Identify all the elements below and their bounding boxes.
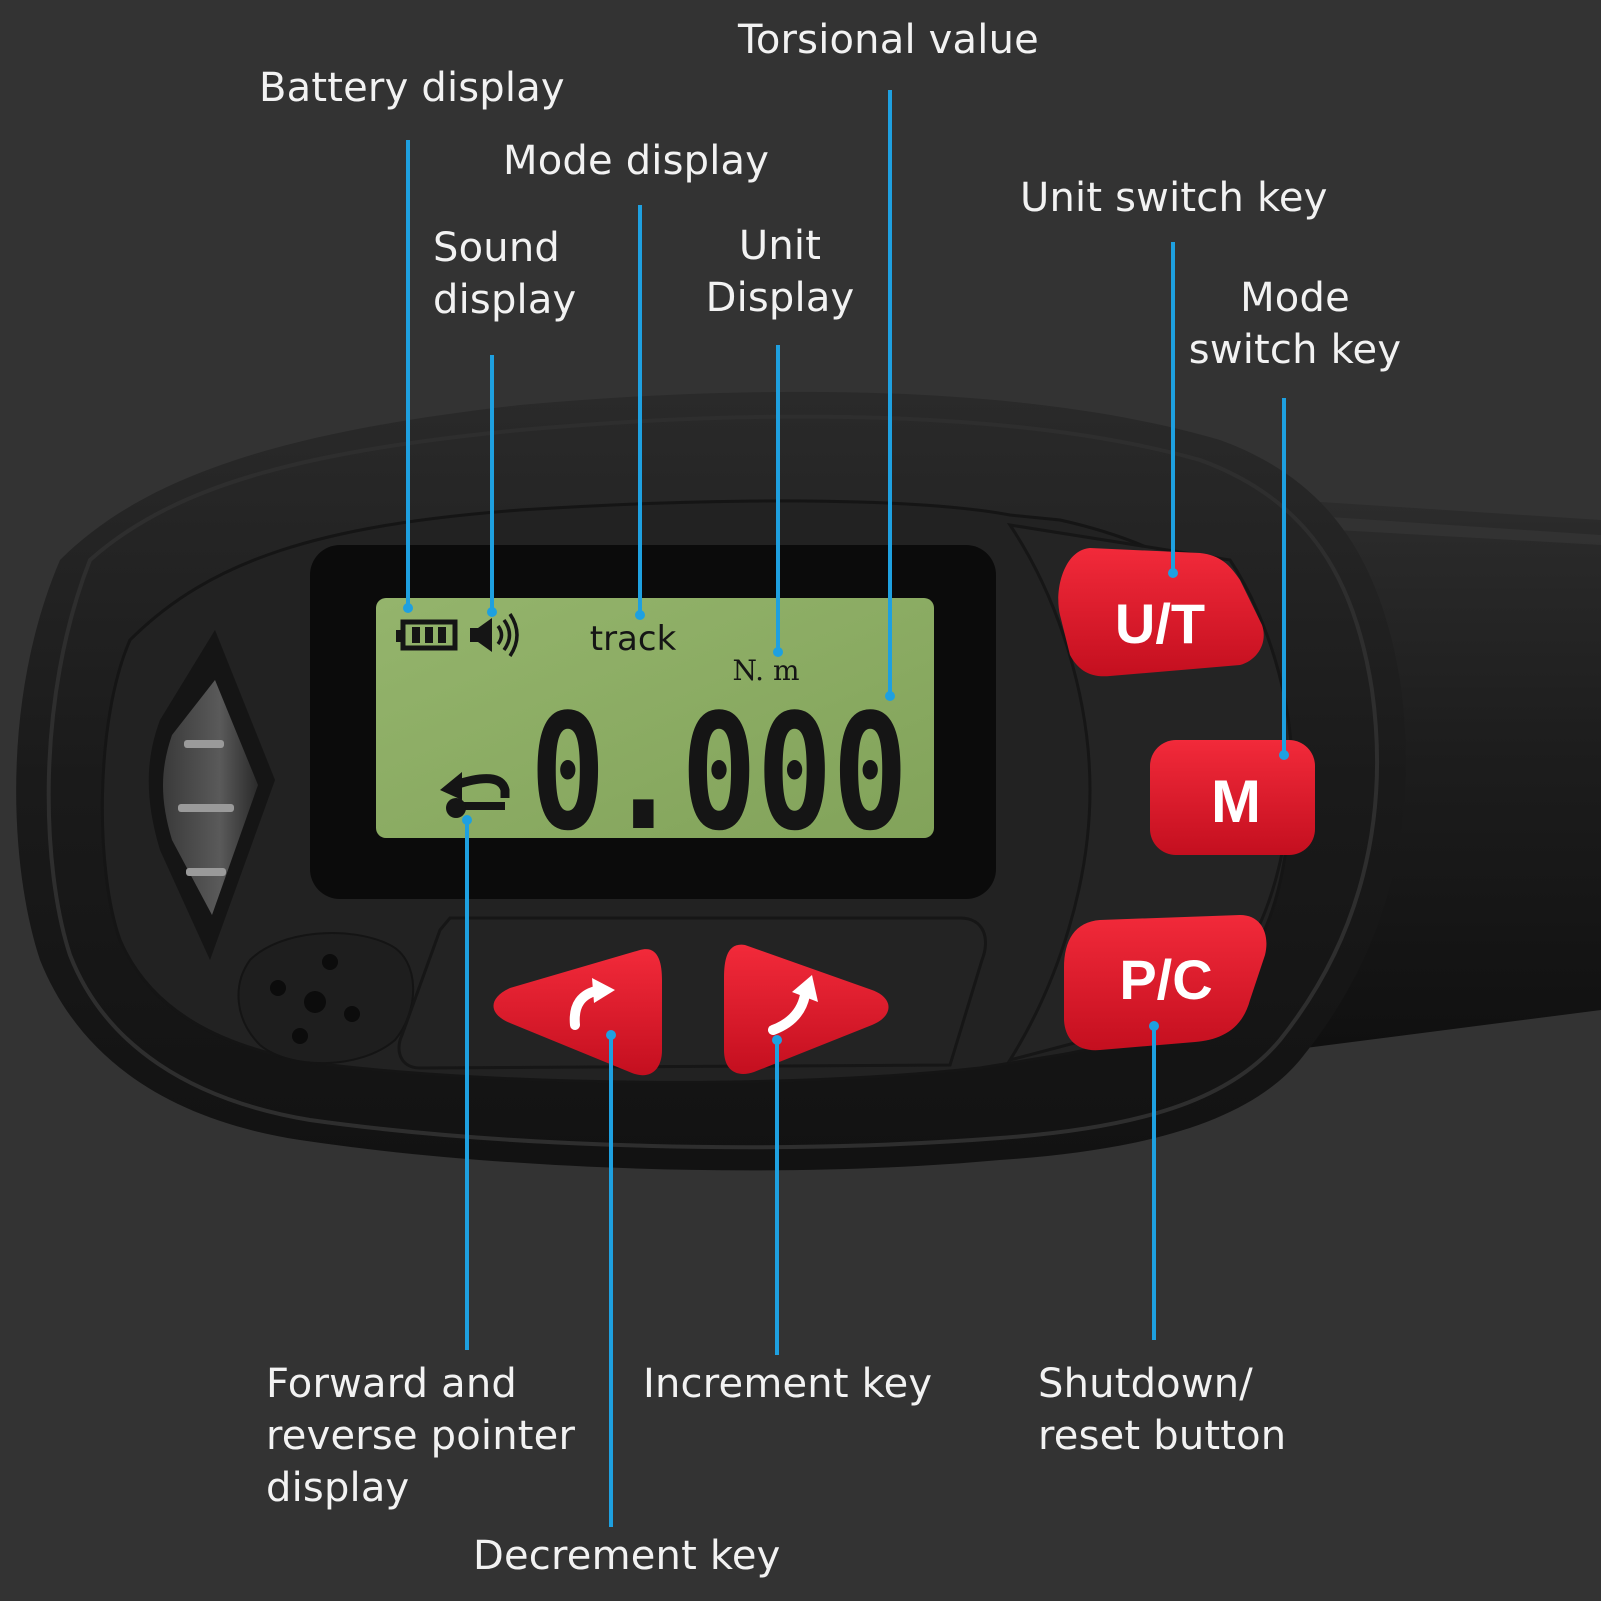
- unit-switch-button[interactable]: U/T: [1058, 548, 1264, 677]
- torsional-value-label: Torsional value: [738, 17, 1039, 63]
- counterclockwise-arrow-icon: [569, 978, 615, 1030]
- clockwise-arrow-icon: [768, 975, 818, 1035]
- speaker-hole: [304, 991, 326, 1013]
- lens-mark-3: [186, 868, 226, 876]
- leader-lines: [403, 90, 1289, 1527]
- speaker-hole: [344, 1006, 360, 1022]
- speaker-hole: [292, 1028, 308, 1044]
- arrow-key-bay: [397, 916, 987, 1070]
- decrement-button[interactable]: [493, 949, 663, 1076]
- sound-display-label: Sound display: [433, 225, 577, 323]
- increment-button[interactable]: [724, 944, 889, 1074]
- power-reset-label: P/C: [1119, 948, 1212, 1011]
- pointer-display-label: Forward and reverse pointer display: [266, 1361, 576, 1511]
- handle-highlight: [1300, 515, 1601, 545]
- lcd-torque-value: 0.000: [530, 679, 908, 866]
- increment-key-label: Increment key: [643, 1361, 933, 1407]
- battery-icon: [396, 619, 458, 651]
- mode-display-label: Mode display: [503, 138, 770, 184]
- mode-switch-key-label: Mode switch key: [1188, 275, 1402, 373]
- mode-switch-button[interactable]: M: [1150, 740, 1315, 855]
- mode-switch-label: M: [1211, 768, 1261, 835]
- speaker-hole: [270, 980, 286, 996]
- direction-arrow-icon: [440, 772, 510, 818]
- shutdown-reset-label: Shutdown/ reset button: [1038, 1361, 1287, 1459]
- lens-mark-1: [184, 740, 224, 748]
- power-reset-button[interactable]: P/C: [1064, 915, 1267, 1051]
- lcd-screen: [376, 598, 934, 838]
- lcd-unit-text: N. m: [732, 654, 799, 687]
- unit-display-label: Unit Display: [705, 223, 855, 321]
- unit-switch-key-label: Unit switch key: [1020, 175, 1328, 221]
- body-rim: [46, 414, 1380, 1150]
- lens-mark-2: [178, 804, 234, 812]
- battery-display-label: Battery display: [259, 65, 565, 111]
- speaker-icon: [470, 613, 519, 657]
- lcd-mode-text: track: [590, 619, 677, 659]
- side-lens-glass: [163, 680, 258, 915]
- unit-switch-label: U/T: [1115, 592, 1205, 655]
- speaker-grille: [237, 932, 415, 1065]
- decrement-key-label: Decrement key: [473, 1533, 781, 1579]
- speaker-hole: [322, 954, 338, 970]
